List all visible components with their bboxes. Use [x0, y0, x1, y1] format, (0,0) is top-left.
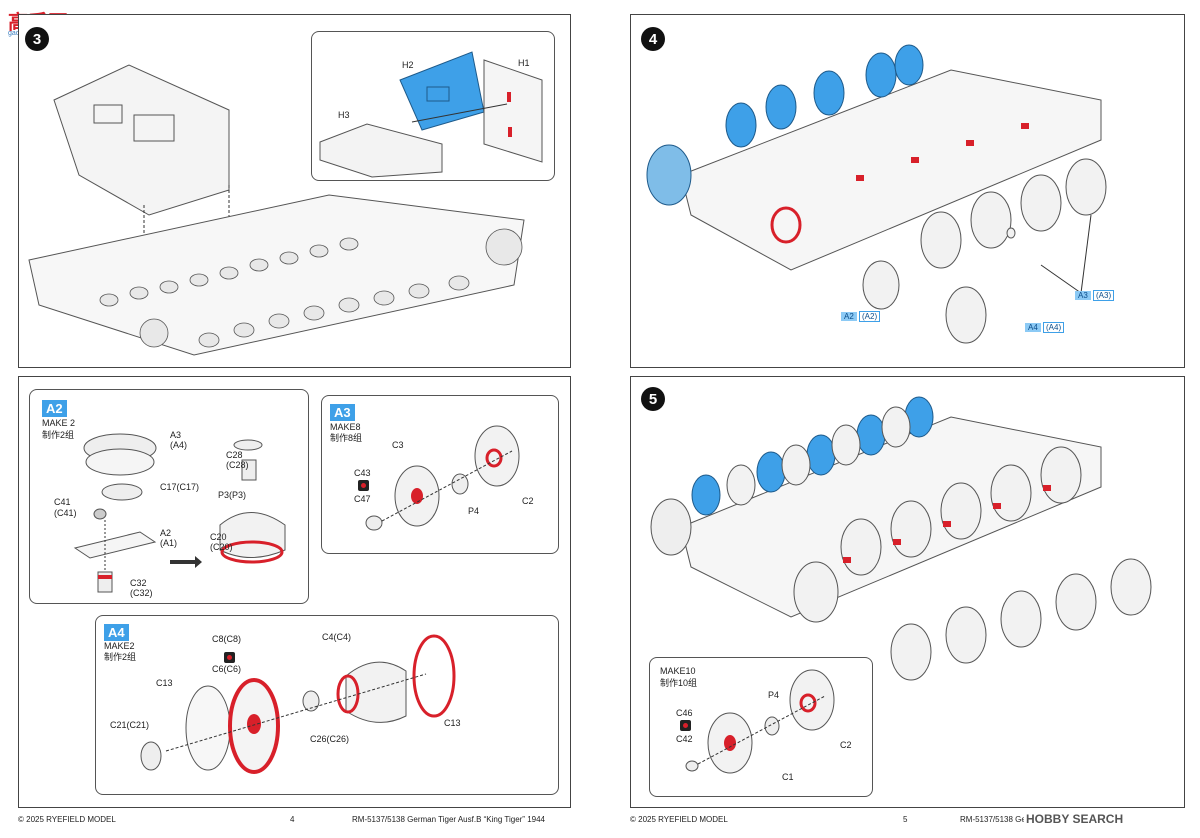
hull-drawing-step3 — [28, 64, 525, 356]
footer-right-title: RM-5137/5138 German Tiger Ausf.B “King T… — [960, 815, 1024, 824]
a4-label-c21: C21(C21) — [110, 720, 150, 730]
a2-label-a2: A2 — [160, 528, 172, 538]
a4-label-c4: C4(C4) — [322, 632, 352, 642]
a2-make-cn: 制作2组 — [42, 430, 75, 440]
a4-parts-drawing — [140, 634, 456, 774]
step-5-inset-box: MAKE10 制作10组 P4 C46 C42 C2 C1 — [649, 657, 873, 797]
a4-make-cn: 制作2组 — [104, 652, 137, 662]
step-a-subassemblies-panel: A2 MAKE 2 制作2组 A3 (A4) C17(C17) C41 (C41… — [18, 376, 571, 808]
inset-label-p4: P4 — [768, 690, 780, 700]
a2-label-a4: (A4) — [170, 440, 188, 450]
a2-label-a3: A3 — [170, 430, 182, 440]
a4-label-c26: C26(C26) — [310, 734, 350, 744]
a2-label-c28b: (C28) — [226, 460, 249, 470]
callout-h-parts: H2 H1 H3 — [311, 31, 555, 181]
inset-label-c42: C42 — [676, 734, 693, 744]
a2-label-c20: C20 — [210, 532, 227, 542]
label-a4: A4 — [1025, 323, 1041, 332]
label-a4-alt: (A4) — [1043, 322, 1065, 333]
callout-parts-drawing — [319, 51, 543, 178]
label-a3: A3 — [1075, 291, 1091, 300]
label-h2: H2 — [402, 60, 414, 70]
hull-drawing-step5 — [650, 396, 1152, 681]
inset-label-c1: C1 — [782, 772, 794, 782]
a2-assembly-box: A2 MAKE 2 制作2组 A3 (A4) C17(C17) C41 (C41… — [29, 389, 309, 604]
a2-tag: A2 — [42, 400, 67, 417]
a3-label-c47: C47 — [354, 494, 371, 504]
step-3-panel: 3 H2 H1 H3 — [18, 14, 571, 368]
a2-parts-drawing — [73, 433, 286, 593]
a4-label-c13a: C13 — [156, 678, 173, 688]
footer-right-page: 5 — [903, 815, 908, 824]
a4-label-c8: C8(C8) — [212, 634, 242, 644]
inset-glue-icon — [680, 720, 691, 731]
step-5-number: 5 — [641, 387, 665, 411]
a3-label-c2: C2 — [522, 496, 534, 506]
step-5-panel: 5 MAKE10 制作10组 — [630, 376, 1185, 808]
inset-make: MAKE10 — [660, 666, 696, 676]
label-a2-alt: (A2) — [859, 311, 881, 322]
a2-make: MAKE 2 — [42, 418, 76, 428]
a2-label-c32: C32 — [130, 578, 147, 588]
a3-glue-icon — [358, 480, 369, 491]
label-a3-alt: (A3) — [1093, 290, 1115, 301]
inset-make-cn: 制作10组 — [660, 678, 698, 688]
a4-assembly-box: A4 MAKE2 制作2组 C8(C8) C6(C6) C4(C4) C13 C… — [95, 615, 559, 795]
watermark-hobby-search: HOBBY SEARCH — [1026, 812, 1124, 826]
a3-make-cn: 制作8组 — [330, 433, 363, 443]
label-h3: H3 — [338, 110, 350, 120]
a3-label-c3: C3 — [392, 440, 404, 450]
a3-label-c43: C43 — [354, 468, 371, 478]
label-h1: H1 — [518, 58, 530, 68]
footer-left-copyright: © 2025 RYEFIELD MODEL — [18, 815, 116, 824]
step-4-number: 4 — [641, 27, 665, 51]
a2-label-a1: (A1) — [160, 538, 178, 548]
a4-glue-icon — [224, 652, 235, 663]
a3-make: MAKE8 — [330, 422, 361, 432]
a3-parts-drawing — [365, 425, 520, 531]
step-4-panel: 4 A2 (A2) A3 (A3) A4 (A4) — [630, 14, 1185, 368]
a2-label-c41b: (C41) — [54, 508, 77, 518]
a2-label-c17: C17(C17) — [160, 482, 200, 492]
a2-label-c28: C28 — [226, 450, 243, 460]
a4-label-c13b: C13 — [444, 718, 461, 728]
inset-label-c46: C46 — [676, 708, 693, 718]
a4-label-c6: C6(C6) — [212, 664, 242, 674]
hull-drawing-step4 — [646, 44, 1107, 344]
a4-make: MAKE2 — [104, 641, 135, 651]
a2-label-c41: C41 — [54, 497, 71, 507]
a3-label-p4: P4 — [468, 506, 480, 516]
a2-label-p3: P3(P3) — [218, 490, 247, 500]
inset-label-c2: C2 — [840, 740, 852, 750]
inset-wheel-drawing — [685, 669, 835, 774]
label-a2: A2 — [841, 312, 857, 321]
footer-left-title: RM-5137/5138 German Tiger Ausf.B “King T… — [352, 815, 545, 824]
step-3-number: 3 — [25, 27, 49, 51]
a2-label-c20b: (C20) — [210, 542, 233, 552]
a3-assembly-box: A3 MAKE8 制作8组 C3 C43 C47 P4 C2 — [321, 395, 559, 554]
footer-left-page: 4 — [290, 815, 295, 824]
a3-tag: A3 — [330, 404, 355, 421]
a4-tag: A4 — [104, 624, 129, 641]
footer-right-copyright: © 2025 RYEFIELD MODEL — [630, 815, 728, 824]
a2-label-c32b: (C32) — [130, 588, 153, 598]
